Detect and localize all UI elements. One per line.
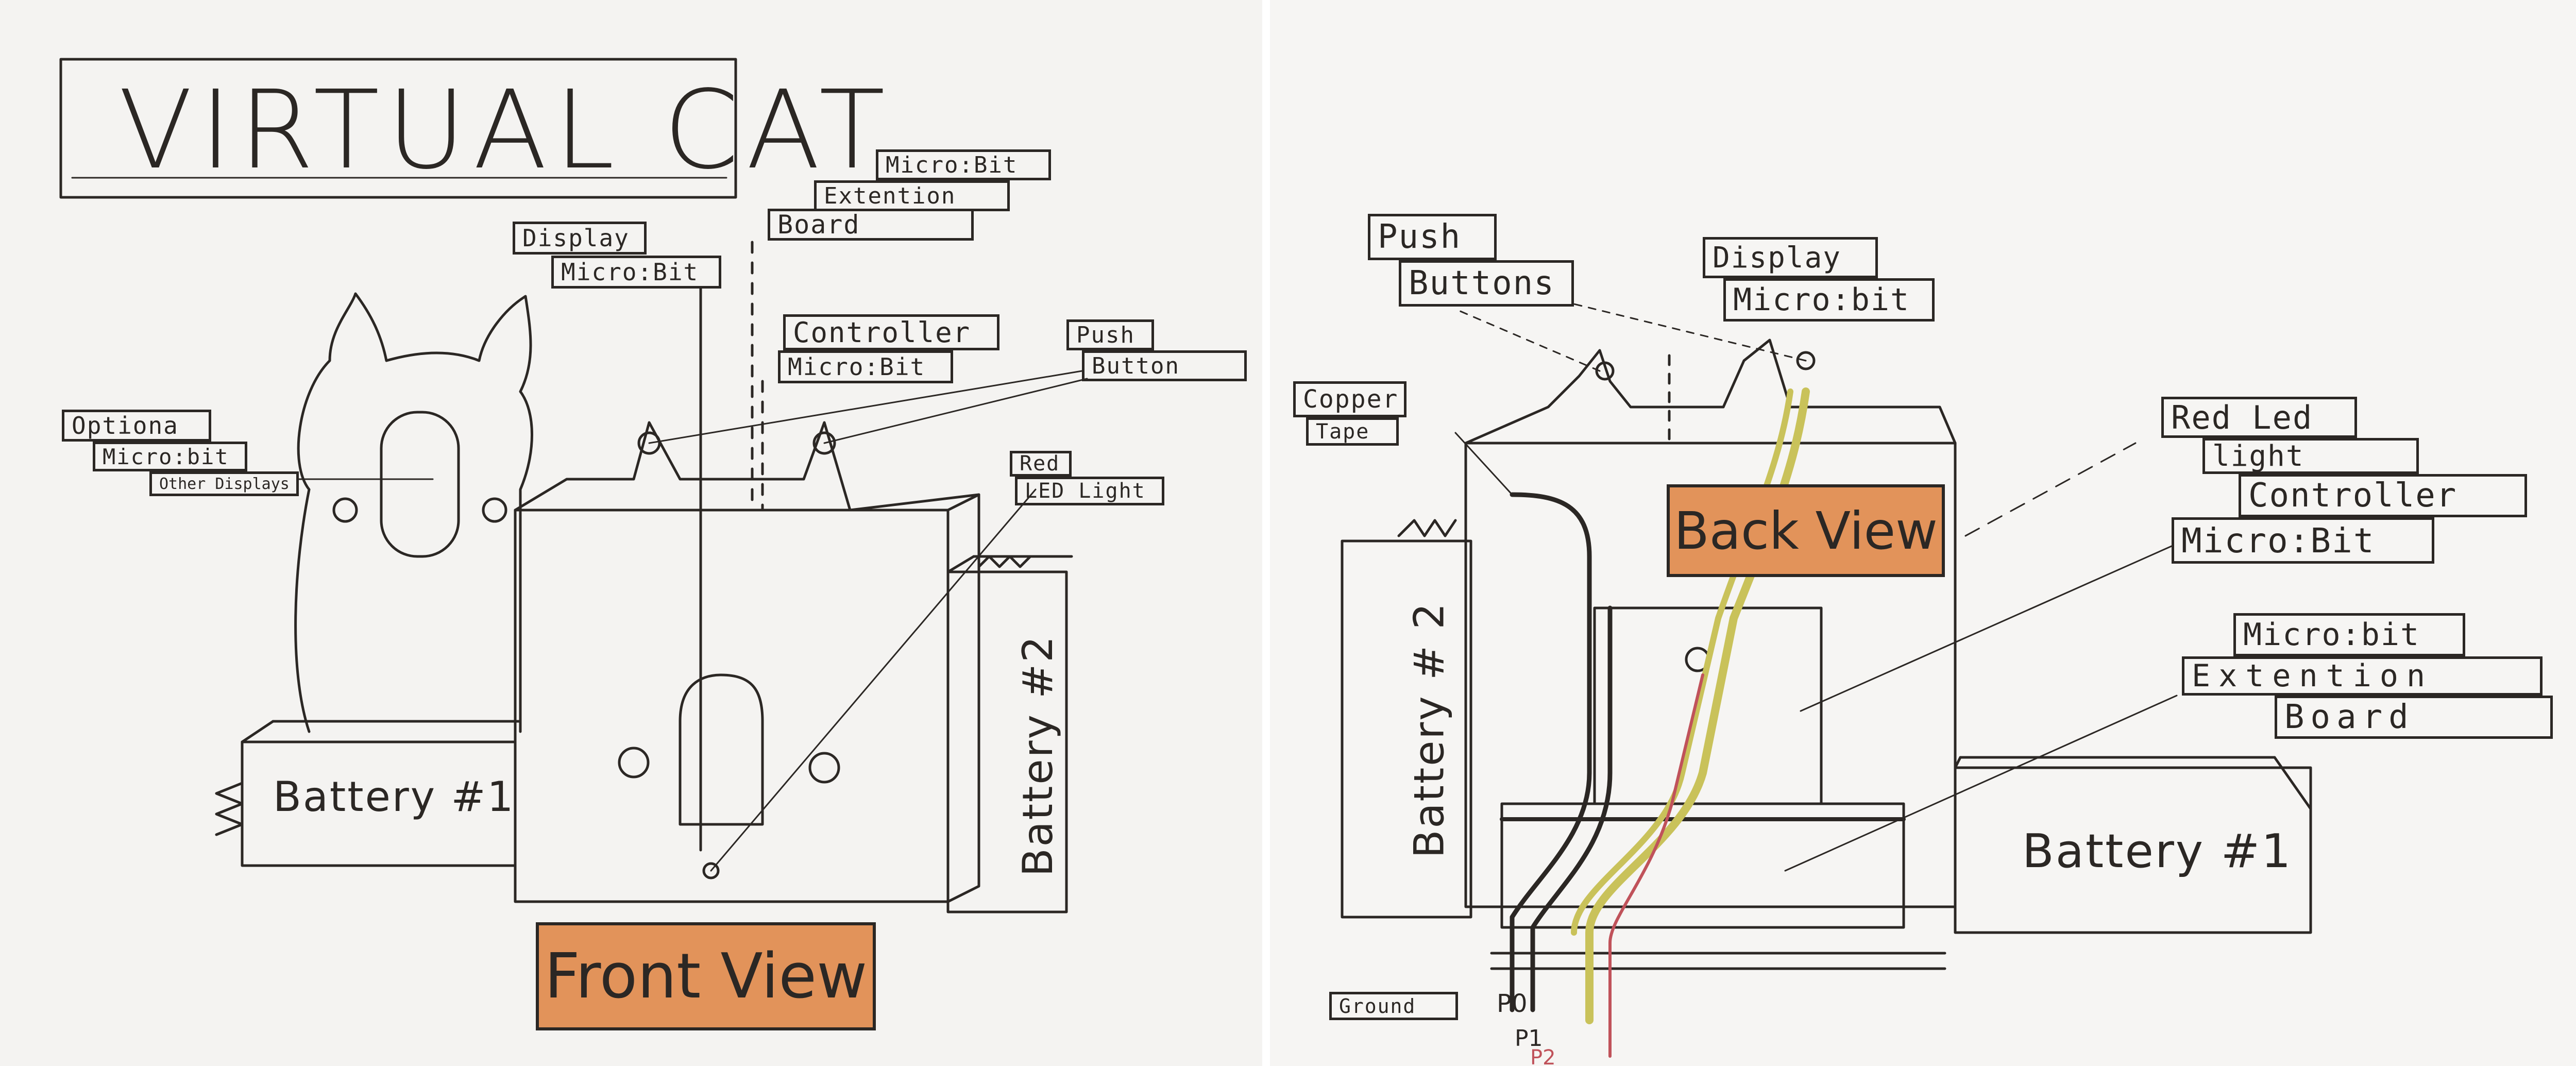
label-extension-board: Board: [768, 209, 974, 241]
back-battery-2-label: Battery # 2: [1405, 601, 1453, 858]
front-opening: [679, 673, 764, 826]
front-box-side: [946, 493, 980, 903]
back-label-copper: Copper: [1293, 381, 1406, 417]
front-eye-right: [808, 752, 840, 784]
battery-2-label: Battery #2: [1014, 634, 1062, 877]
back-box-ears: [1464, 339, 1957, 445]
back-push-button-left: [1595, 361, 1615, 381]
battery-1-top: [241, 720, 275, 743]
battery-2-box: [946, 570, 1068, 913]
extension-board-outline: [1500, 802, 1905, 929]
back-label-buttons: Buttons: [1399, 260, 1574, 307]
battery-1-zigzag: [215, 782, 244, 836]
cat-silhouette: [294, 292, 533, 733]
label-button: Button: [1082, 350, 1247, 381]
back-push-button-right: [1796, 351, 1816, 370]
front-view-drawing: [59, 58, 1088, 913]
push-button-left: [637, 431, 661, 455]
back-label-extension-microbit: Micro:bit: [2233, 613, 2465, 656]
front-view-tag: Front View: [536, 922, 876, 1030]
red-wire: [1608, 673, 1704, 1058]
label-extension-ext: Extention: [814, 180, 1010, 211]
label-optional: Optiona: [62, 410, 211, 442]
label-other-displays: Other Displays: [149, 471, 299, 496]
back-battery-1-box: [1954, 766, 2312, 934]
back-label-red-led: Red Led: [2161, 397, 2357, 438]
battery-1-label: Battery #1: [273, 773, 515, 821]
back-battery-1-label: Battery #1: [2022, 824, 2293, 878]
cat-face-opening: [380, 411, 460, 558]
label-display: Display: [513, 222, 647, 255]
title-text: VIRTUAL CAT: [118, 67, 892, 193]
led-light-front: [702, 862, 720, 879]
front-eye-left: [618, 747, 650, 779]
label-optional-microbit: Micro:bit: [93, 442, 247, 471]
back-label-ground: Ground: [1329, 992, 1458, 1020]
label-display-microbit: Micro:Bit: [551, 256, 721, 289]
copper-tape-wire: [1510, 492, 1592, 1012]
ground-wire: [1530, 605, 1613, 1012]
back-view-tag: Back View: [1667, 484, 1945, 577]
label-led-light: LED Light: [1015, 477, 1164, 505]
back-label-push: Push: [1368, 214, 1497, 260]
label-controller-microbit: Micro:Bit: [778, 350, 953, 383]
back-label-display-microbit: Micro:bit: [1723, 278, 1935, 322]
title-frame: [59, 58, 737, 199]
pin-p2-label: P2: [1530, 1046, 1556, 1066]
yellow-wire: [1585, 387, 1810, 1024]
back-battery-2-zigzag: [1397, 519, 1457, 537]
back-battery-2-box: [1341, 539, 1472, 919]
label-controller: Controller: [783, 314, 999, 350]
back-view-sheet: Push Buttons Display Micro:bit Copper Ta…: [1270, 0, 2576, 1066]
back-label-display: Display: [1703, 237, 1878, 278]
back-label-tape: Tape: [1306, 417, 1399, 446]
cat-eye-left: [332, 497, 358, 523]
label-extension-microbit: Micro:Bit: [876, 149, 1051, 180]
back-label-extension-ext: Extention: [2182, 656, 2543, 696]
pin-p1-label: P1: [1515, 1025, 1543, 1052]
pin-p0-label: P0: [1497, 989, 1528, 1018]
controller-microbit-outline: [1593, 606, 1823, 805]
cat-eye-right: [482, 497, 507, 523]
back-view-drawing: [1341, 303, 2312, 1058]
push-button-right: [812, 431, 836, 455]
battery-2-zigzag: [977, 555, 1032, 568]
label-push: Push: [1066, 319, 1154, 350]
front-view-sheet: VIRTUAL CAT Micro:Bit Extention Board Di…: [0, 0, 1262, 1066]
back-label-controller-microbit: Micro:Bit: [2172, 517, 2434, 564]
back-label-light: light: [2202, 438, 2419, 474]
label-red: Red: [1010, 451, 1072, 477]
front-box: [514, 509, 950, 903]
back-label-controller: Controller: [2239, 474, 2527, 517]
back-label-extension-board: Board: [2275, 696, 2553, 739]
front-box-ears: [514, 421, 852, 512]
